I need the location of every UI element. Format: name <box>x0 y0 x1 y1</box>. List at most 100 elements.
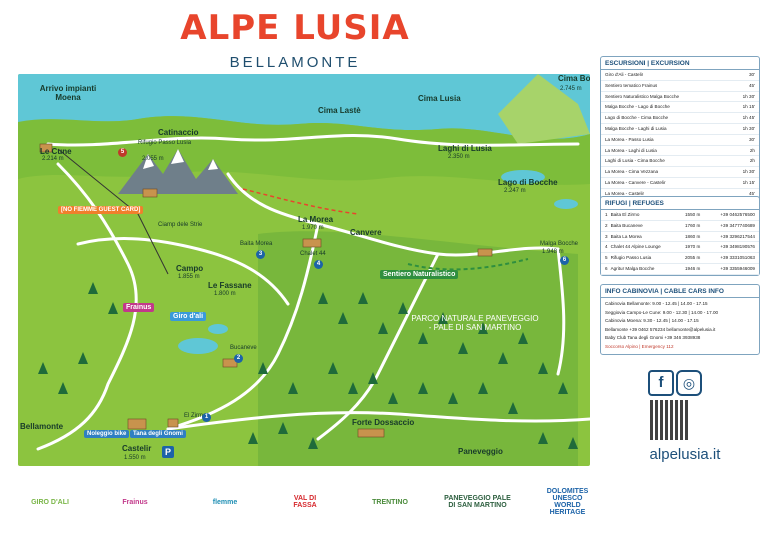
place-el-zirmo: El Zirmo <box>184 413 207 419</box>
frainus-badge: Frainus <box>123 303 155 312</box>
place-arrivo-moena: Arrivo impianti Moena <box>39 84 97 102</box>
refuge-tel: +39 3296217544 <box>720 233 755 239</box>
cablecar-line: Bellamonte +39 0462 576234 bellamonte@al… <box>605 326 716 332</box>
refuge-n: 6 <box>605 265 608 271</box>
trail-map: Arrivo impianti Moena Catinaccio Cima La… <box>18 74 590 466</box>
website-link[interactable]: alpelusia.it <box>649 446 721 463</box>
place-laghi-lusia: Laghi di Lusia <box>438 144 492 153</box>
place-chalet-44: Chalet 44 <box>300 251 326 257</box>
excursion-row: La Morea - Canvere - Castelir 1h 15' <box>601 178 759 189</box>
refuges-title: RIFUGI | REFUGES <box>601 197 759 210</box>
refuge-alt: 1550 m <box>685 212 701 217</box>
excursion-time: 1h 30' <box>742 93 755 99</box>
excursion-time: 45' <box>749 82 755 88</box>
refuge-tel: +39 0462576500 <box>720 212 755 217</box>
refuge-n: 5 <box>605 255 608 261</box>
place-la-morea: La Morea <box>298 215 334 224</box>
refuge-name: Chalet 44 Alpine Lounge <box>610 244 661 250</box>
excursion-name: Laghi di Lusia - Cima Bocche <box>605 158 665 164</box>
cablecar-line: Soccorso Alpino | Emergency 112 <box>605 343 674 349</box>
refuge-marker-4[interactable]: 4 <box>314 260 323 269</box>
excursion-time: 1h 30' <box>742 169 755 175</box>
cablecar-line: Cabinovia Moena: 9.30 - 12.45 | 14.00 - … <box>605 318 699 324</box>
refuge-name: Baita Bucaneve <box>610 222 643 228</box>
place-paneveggio: Paneveggio <box>458 447 503 456</box>
partner-logo: VAL DI FASSA <box>293 495 317 509</box>
place-cima-bocche: Cima Bocche <box>558 74 590 83</box>
excursion-name: Malga Bocche - Laghi di Lusia <box>605 125 667 131</box>
instagram-icon[interactable]: ◎ <box>676 370 702 396</box>
place-malga-bocche: Malga Bocche <box>540 241 579 247</box>
map-title: ALPE LUSIA <box>180 8 410 48</box>
refuge-name: Baita La Morea <box>610 233 642 239</box>
facebook-icon[interactable]: f <box>648 370 674 396</box>
giro-dali-badge: Giro d'ali <box>170 312 207 321</box>
place-le-fassane-alt: 1.800 m <box>214 291 236 297</box>
refuge-tel: +39 3477740689 <box>720 222 755 228</box>
excursion-time: 2h <box>749 158 755 164</box>
refuge-name: Baita El Zirmo <box>610 212 640 217</box>
place-laghi-lusia-alt: 2.350 m <box>448 154 470 160</box>
refuge-alt: 2055 m <box>685 255 701 261</box>
refuge-tel: +39 3498190576 <box>720 244 755 250</box>
excursion-time: 30' <box>749 136 755 142</box>
excursion-time: 1h 30' <box>742 125 755 131</box>
excursion-name: La Morea - Canvere - Castelir <box>605 179 666 185</box>
excursion-name: Malga Bocche - Lago di Bocche <box>605 104 670 110</box>
cablecar-title: INFO CABINOVIA | CABLE CARS INFO <box>601 285 759 298</box>
refuge-alt: 1946 m <box>685 265 701 271</box>
refuge-marker-1[interactable]: 1 <box>202 413 211 422</box>
place-le-cune-alt: 2.214 m <box>42 156 64 162</box>
place-campo-alt: 1.855 m <box>178 274 200 280</box>
cablecar-panel: INFO CABINOVIA | CABLE CARS INFO Cabinov… <box>600 284 760 355</box>
excursion-time: 1h 15' <box>742 179 755 185</box>
refuge-marker-6[interactable]: 6 <box>560 256 569 265</box>
place-le-fassane: Le Fassane <box>208 281 252 290</box>
place-forte-dossaccio: Forte Dossaccio <box>352 418 415 427</box>
refuge-marker-3[interactable]: 3 <box>256 250 265 259</box>
refuge-marker-5[interactable]: 5 <box>118 148 127 157</box>
noleggio-bike-badge: Noleggio bike <box>84 430 130 438</box>
partner-logo: Frainus <box>122 498 148 506</box>
partner-logo: DOLOMITES UNESCO WORLD HERITAGE <box>546 488 589 516</box>
refuge-n: 4 <box>605 244 608 250</box>
partner-logo: TRENTINO <box>372 498 408 506</box>
refuge-n: 1 <box>605 212 608 217</box>
place-cima-laste: Cima Lastè <box>318 106 361 115</box>
refuge-name: Rifugio Passo Lusia <box>610 255 652 261</box>
refuge-n: 2 <box>605 222 608 228</box>
excursion-name: Sentiero tematico Frainus <box>605 82 658 88</box>
excursion-row: Laghi di Lusia - Cima Bocche 2h <box>601 156 759 168</box>
place-lago-bocche: Lago di Bocche <box>498 178 558 187</box>
refuge-alt: 1860 m <box>685 233 701 239</box>
place-la-morea-alt: 1.970 m <box>302 225 324 231</box>
place-baita-morea: Baita Morea <box>240 241 273 247</box>
excursion-time: 45' <box>749 190 755 196</box>
park-label: PARCO NATURALE PANEVEGGIO - PALE DI SAN … <box>411 314 539 332</box>
place-rifugio: Rifugio Passo Lusia <box>138 140 192 146</box>
refuge-name: Agritur Malga Bocche <box>610 265 655 271</box>
refuge-marker-2[interactable]: 2 <box>234 354 243 363</box>
tana-gnomi-badge: Tana degli Gnomi <box>130 430 186 438</box>
excursion-row: La Morea - Passo Lusia 30' <box>601 135 759 146</box>
place-castelir: Castelir <box>122 444 152 453</box>
excursion-name: La Morea - Castelir <box>605 190 645 196</box>
excursions-panel: ESCURSIONI | EXCURSION Giro d'Ali - Cast… <box>600 56 760 201</box>
map-illustration <box>18 74 590 466</box>
refuge-alt: 1970 m <box>685 244 701 250</box>
excursion-row: Sentiero tematico Frainus 45' <box>601 81 759 92</box>
qr-code[interactable] <box>650 400 690 440</box>
excursion-time: 1h 45' <box>742 115 755 121</box>
excursions-title: ESCURSIONI | EXCURSION <box>601 57 759 70</box>
place-lago-bocche-alt: 2.247 m <box>504 188 526 194</box>
refuge-n: 3 <box>605 233 608 239</box>
excursion-name: La Morea - Passo Lusia <box>605 136 654 142</box>
place-canvere: Canvere <box>350 228 382 237</box>
